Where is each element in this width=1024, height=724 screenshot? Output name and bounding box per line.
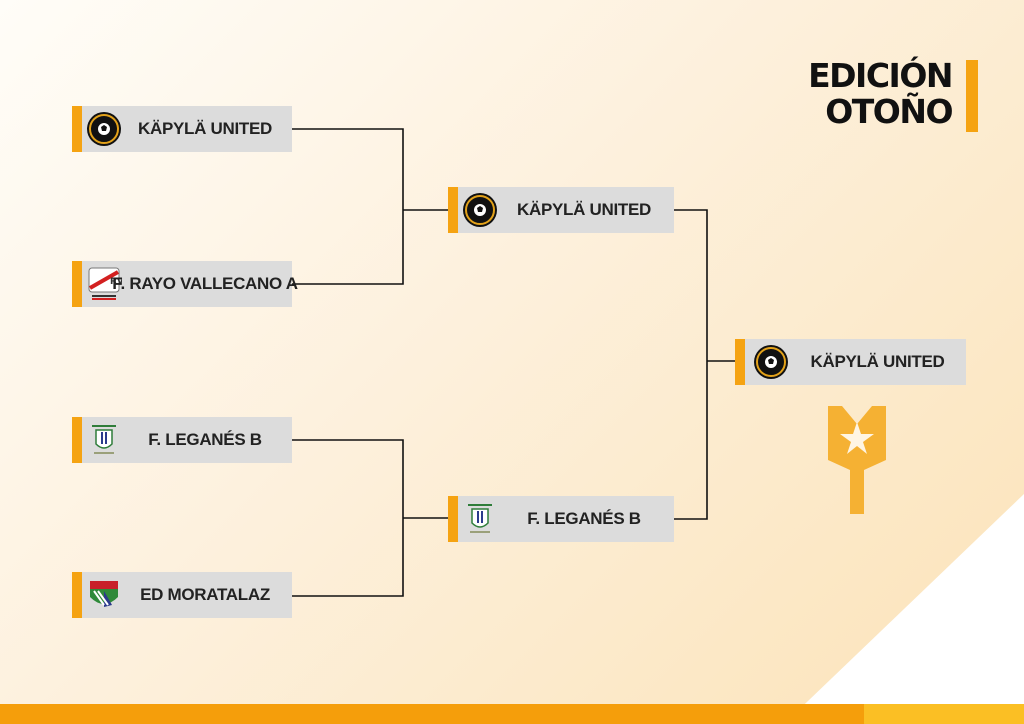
team-accent-bar	[72, 106, 82, 152]
team-accent-bar	[448, 496, 458, 542]
team-name: ED MORATALAZ	[140, 585, 270, 604]
connector-semis	[674, 209, 708, 520]
team-name: F. LEGANÉS B	[527, 509, 641, 528]
moratalaz-crest-icon	[90, 581, 118, 607]
connector-r1-top	[292, 128, 404, 285]
bottom-accent-bar-light	[864, 704, 1024, 724]
edition-title: EDICIÓN OTOÑO	[808, 56, 953, 131]
rayo-vallecano-crest-icon: RV	[88, 267, 122, 300]
title-accent-bar	[966, 60, 978, 132]
match-r1-team-2[interactable]: RV F. RAYO VALLECANO A	[72, 261, 298, 307]
team-name: KÄPYLÄ UNITED	[517, 200, 651, 219]
team-accent-bar	[72, 417, 82, 463]
team-name: F. LEGANÉS B	[148, 430, 262, 449]
edition-title-line2: OTOÑO	[825, 92, 953, 131]
team-accent-bar	[72, 572, 82, 618]
team-accent-bar	[72, 261, 82, 307]
connector-r1-bottom	[292, 439, 404, 597]
team-accent-bar	[735, 339, 745, 385]
svg-text:RV: RV	[110, 277, 122, 287]
match-semi-team-2[interactable]: F. LEGANÉS B	[448, 496, 674, 542]
team-name: F. RAYO VALLECANO A	[112, 274, 298, 293]
leganes-crest-icon	[468, 504, 492, 533]
kapyla-united-crest-icon	[87, 112, 121, 146]
team-name: KÄPYLÄ UNITED	[138, 119, 272, 138]
match-r1-team-4[interactable]: ED MORATALAZ	[72, 572, 292, 618]
match-r1-team-1[interactable]: KÄPYLÄ UNITED	[72, 106, 292, 152]
trophy-star-icon	[828, 406, 886, 514]
match-final-winner[interactable]: KÄPYLÄ UNITED	[735, 339, 966, 385]
kapyla-united-crest-icon	[463, 193, 497, 227]
bottom-accent-bar	[0, 704, 1024, 724]
edition-title-line1: EDICIÓN	[808, 56, 953, 95]
team-accent-bar	[448, 187, 458, 233]
match-r1-team-3[interactable]: F. LEGANÉS B	[72, 417, 292, 463]
kapyla-united-crest-icon	[754, 345, 788, 379]
match-semi-team-1[interactable]: KÄPYLÄ UNITED	[448, 187, 674, 233]
leganes-crest-icon	[92, 425, 116, 454]
team-name: KÄPYLÄ UNITED	[810, 352, 945, 371]
